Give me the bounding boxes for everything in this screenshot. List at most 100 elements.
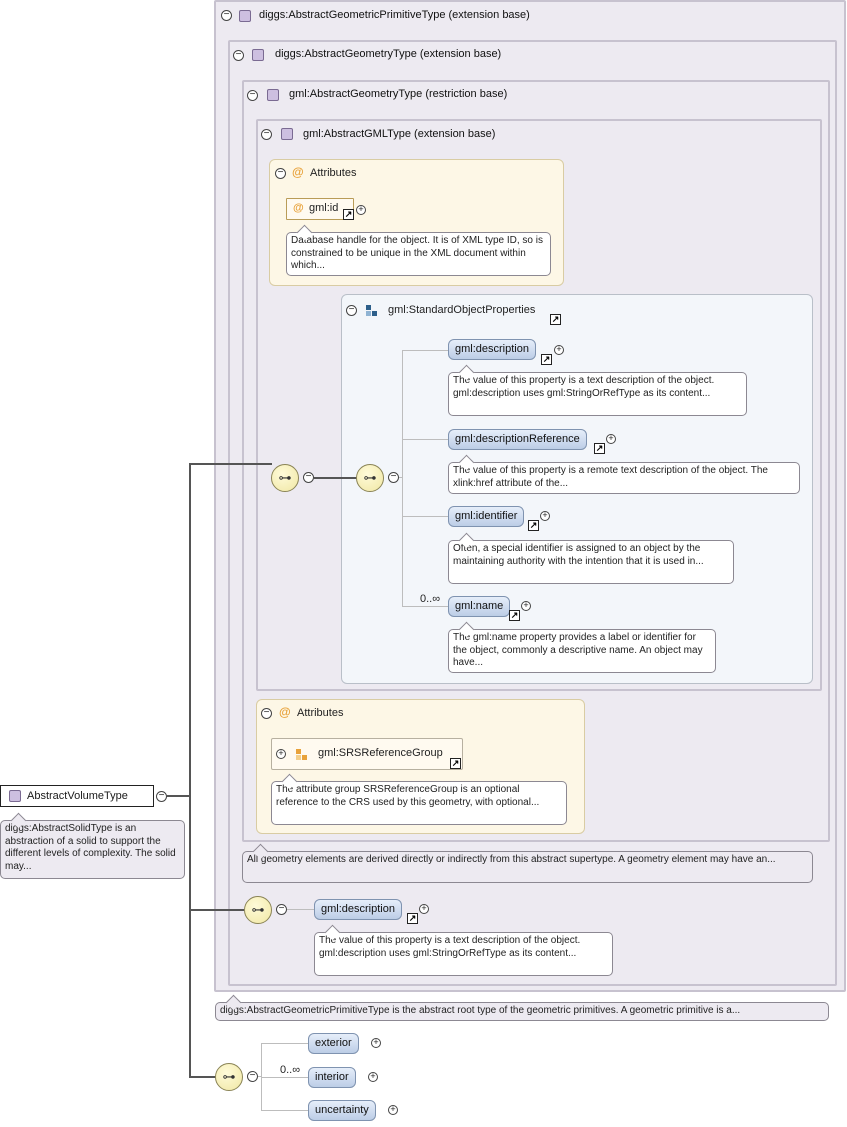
element-name: interior	[315, 1071, 349, 1083]
expand-icon[interactable]: +	[419, 904, 429, 914]
attributes-title: Attributes	[310, 167, 357, 179]
attribute-group-doc: The attribute group SRSReferenceGroup is…	[271, 773, 567, 825]
connector-line	[189, 1076, 216, 1078]
collapse-icon[interactable]: −	[276, 904, 287, 915]
connector-line	[189, 463, 244, 465]
element-gml-identifier[interactable]: gml:identifier	[448, 506, 525, 527]
expand-icon[interactable]: +	[388, 1105, 398, 1115]
element-name: gml:description	[455, 343, 529, 355]
collapse-icon[interactable]: −	[303, 472, 314, 483]
expand-icon[interactable]: +	[521, 601, 531, 611]
collapse-icon[interactable]: −	[261, 708, 272, 719]
tree-line	[402, 606, 448, 607]
sequence-compositor-icon[interactable]: ⊶	[244, 896, 272, 924]
attribute-group-icon	[296, 749, 308, 761]
link-arrow-icon[interactable]: ↗	[594, 443, 605, 454]
attribute-doc-text: Database handle for the object. It is of…	[291, 235, 543, 271]
link-arrow-icon[interactable]: ↗	[541, 354, 552, 365]
frame-title: gml:AbstractGMLType (extension base)	[303, 128, 496, 140]
element-interior[interactable]: interior	[308, 1067, 356, 1088]
collapse-icon[interactable]: −	[388, 472, 399, 483]
collapse-icon[interactable]: −	[156, 791, 167, 802]
element-doc: Often, a special identifier is assigned …	[448, 532, 734, 584]
complex-type-icon	[239, 10, 251, 22]
link-arrow-icon[interactable]: ↗	[450, 758, 461, 769]
expand-icon[interactable]: +	[540, 511, 550, 521]
attribute-icon: @	[293, 202, 304, 214]
sequence-compositor-icon[interactable]: ⊶	[271, 464, 299, 492]
link-arrow-icon[interactable]: ↗	[550, 314, 561, 325]
element-name: gml:name	[455, 600, 504, 612]
tree-line	[261, 1077, 308, 1078]
attribute-doc: Database handle for the object. It is of…	[286, 224, 551, 276]
tree-line	[261, 1043, 308, 1044]
element-gml-description[interactable]: gml:description	[448, 339, 536, 360]
attribute-group-name: gml:SRSReferenceGroup	[318, 747, 443, 759]
tree-line	[399, 477, 403, 478]
element-doc: The value of this property is a text des…	[314, 924, 613, 976]
sequence-compositor-icon[interactable]: ⊶	[215, 1063, 243, 1091]
frame-doc-gml-abstract-geometry-type: All geometry elements are derived direct…	[242, 843, 813, 883]
element-doc-text: Often, a special identifier is assigned …	[453, 543, 704, 567]
element-uncertainty[interactable]: uncertainty	[308, 1100, 376, 1121]
expand-icon[interactable]: +	[371, 1038, 381, 1048]
attribute-group-doc-text: The attribute group SRSReferenceGroup is…	[276, 784, 540, 808]
attribute-name: gml:id	[309, 202, 339, 214]
element-name: gml:descriptionReference	[455, 433, 580, 445]
root-type-doc-text: diggs:AbstractSolidType is an abstractio…	[5, 823, 176, 872]
frame-title: diggs:AbstractGeometricPrimitiveType (ex…	[259, 9, 530, 21]
collapse-icon[interactable]: −	[247, 90, 258, 101]
element-name: exterior	[315, 1037, 352, 1049]
connector-line	[314, 477, 357, 479]
collapse-icon[interactable]: −	[346, 305, 357, 316]
element-doc-text: The gml:name property provides a label o…	[453, 632, 703, 668]
cardinality-label: 0..∞	[420, 593, 441, 605]
attribute-icon: @	[292, 165, 304, 179]
connector-line	[189, 909, 244, 911]
connector-line	[244, 463, 272, 465]
collapse-icon[interactable]: −	[247, 1071, 258, 1082]
element-doc-text: The value of this property is a text des…	[319, 935, 581, 959]
element-doc-text: The value of this property is a remote t…	[453, 465, 768, 489]
element-doc: The value of this property is a remote t…	[448, 454, 800, 494]
element-gml-description-reference[interactable]: gml:descriptionReference	[448, 429, 587, 450]
attributes-box-gml-id: − @ Attributes @ gml:id ↗ + Database han…	[269, 159, 564, 286]
frame-doc-abstract-geometric-primitive-type: diggs:AbstractGeometricPrimitiveType is …	[215, 994, 829, 1021]
frame-title: diggs:AbstractGeometryType (extension ba…	[275, 48, 502, 60]
tree-line	[402, 516, 448, 517]
tree-line	[402, 439, 448, 440]
expand-icon[interactable]: +	[606, 434, 616, 444]
complex-type-icon	[252, 49, 264, 61]
expand-icon[interactable]: +	[554, 345, 564, 355]
collapse-icon[interactable]: −	[275, 168, 286, 179]
complex-type-icon	[281, 128, 293, 140]
attribute-group-srs-reference-group[interactable]: + gml:SRSReferenceGroup ↗	[271, 738, 463, 770]
element-doc: The value of this property is a text des…	[448, 364, 747, 416]
attributes-box-srs-reference-group: − @ Attributes + gml:SRSReferenceGroup ↗…	[256, 699, 585, 834]
tree-line	[261, 1110, 308, 1111]
frame-doc-text: diggs:AbstractGeometricPrimitiveType is …	[220, 1005, 741, 1016]
collapse-icon[interactable]: −	[233, 50, 244, 61]
collapse-icon[interactable]: −	[261, 129, 272, 140]
link-arrow-icon[interactable]: ↗	[407, 913, 418, 924]
link-arrow-icon[interactable]: ↗	[528, 520, 539, 531]
link-arrow-icon[interactable]: ↗	[343, 209, 354, 220]
element-name: gml:identifier	[455, 510, 518, 522]
root-type-doc: diggs:AbstractSolidType is an abstractio…	[0, 812, 185, 879]
root-type-abstract-volume-type[interactable]: AbstractVolumeType	[0, 785, 154, 807]
tree-line	[258, 1076, 262, 1077]
expand-icon[interactable]: +	[276, 749, 286, 759]
frame-title: gml:AbstractGeometryType (restriction ba…	[289, 88, 508, 100]
tree-line	[402, 350, 403, 606]
expand-icon[interactable]: +	[356, 205, 366, 215]
frame-doc-text: All geometry elements are derived direct…	[247, 854, 776, 865]
group-icon	[366, 305, 378, 317]
link-arrow-icon[interactable]: ↗	[509, 610, 520, 621]
element-gml-description[interactable]: gml:description	[314, 899, 402, 920]
attribute-gml-id[interactable]: @ gml:id ↗	[286, 198, 354, 220]
element-gml-name[interactable]: gml:name	[448, 596, 511, 617]
element-exterior[interactable]: exterior	[308, 1033, 359, 1054]
sequence-compositor-icon[interactable]: ⊶	[356, 464, 384, 492]
expand-icon[interactable]: +	[368, 1072, 378, 1082]
collapse-icon[interactable]: −	[221, 10, 232, 21]
